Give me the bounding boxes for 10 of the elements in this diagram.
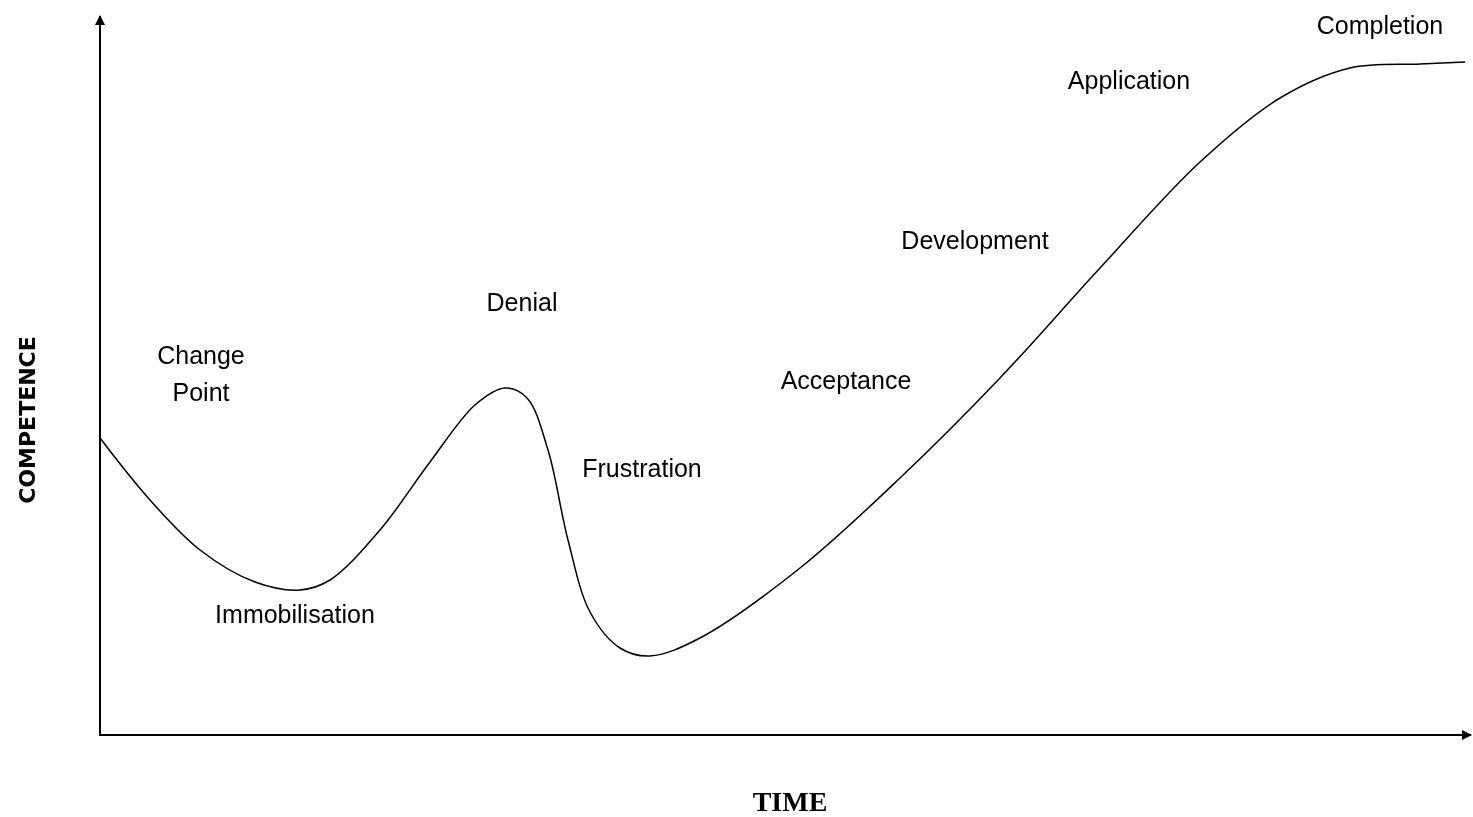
stage-label: Frustration	[582, 453, 702, 483]
stage-label: Completion	[1316, 10, 1444, 40]
stage-label: Denial	[486, 287, 558, 317]
stage-label: Development	[901, 225, 1049, 255]
stage-label: Acceptance	[780, 365, 912, 395]
stage-label: Change Point	[156, 340, 246, 408]
axis-title: COMPETENCE	[14, 336, 40, 504]
stage-label: Immobilisation	[215, 599, 375, 629]
stage-label: Application	[1067, 65, 1191, 95]
axis-title: TIME	[752, 786, 828, 817]
